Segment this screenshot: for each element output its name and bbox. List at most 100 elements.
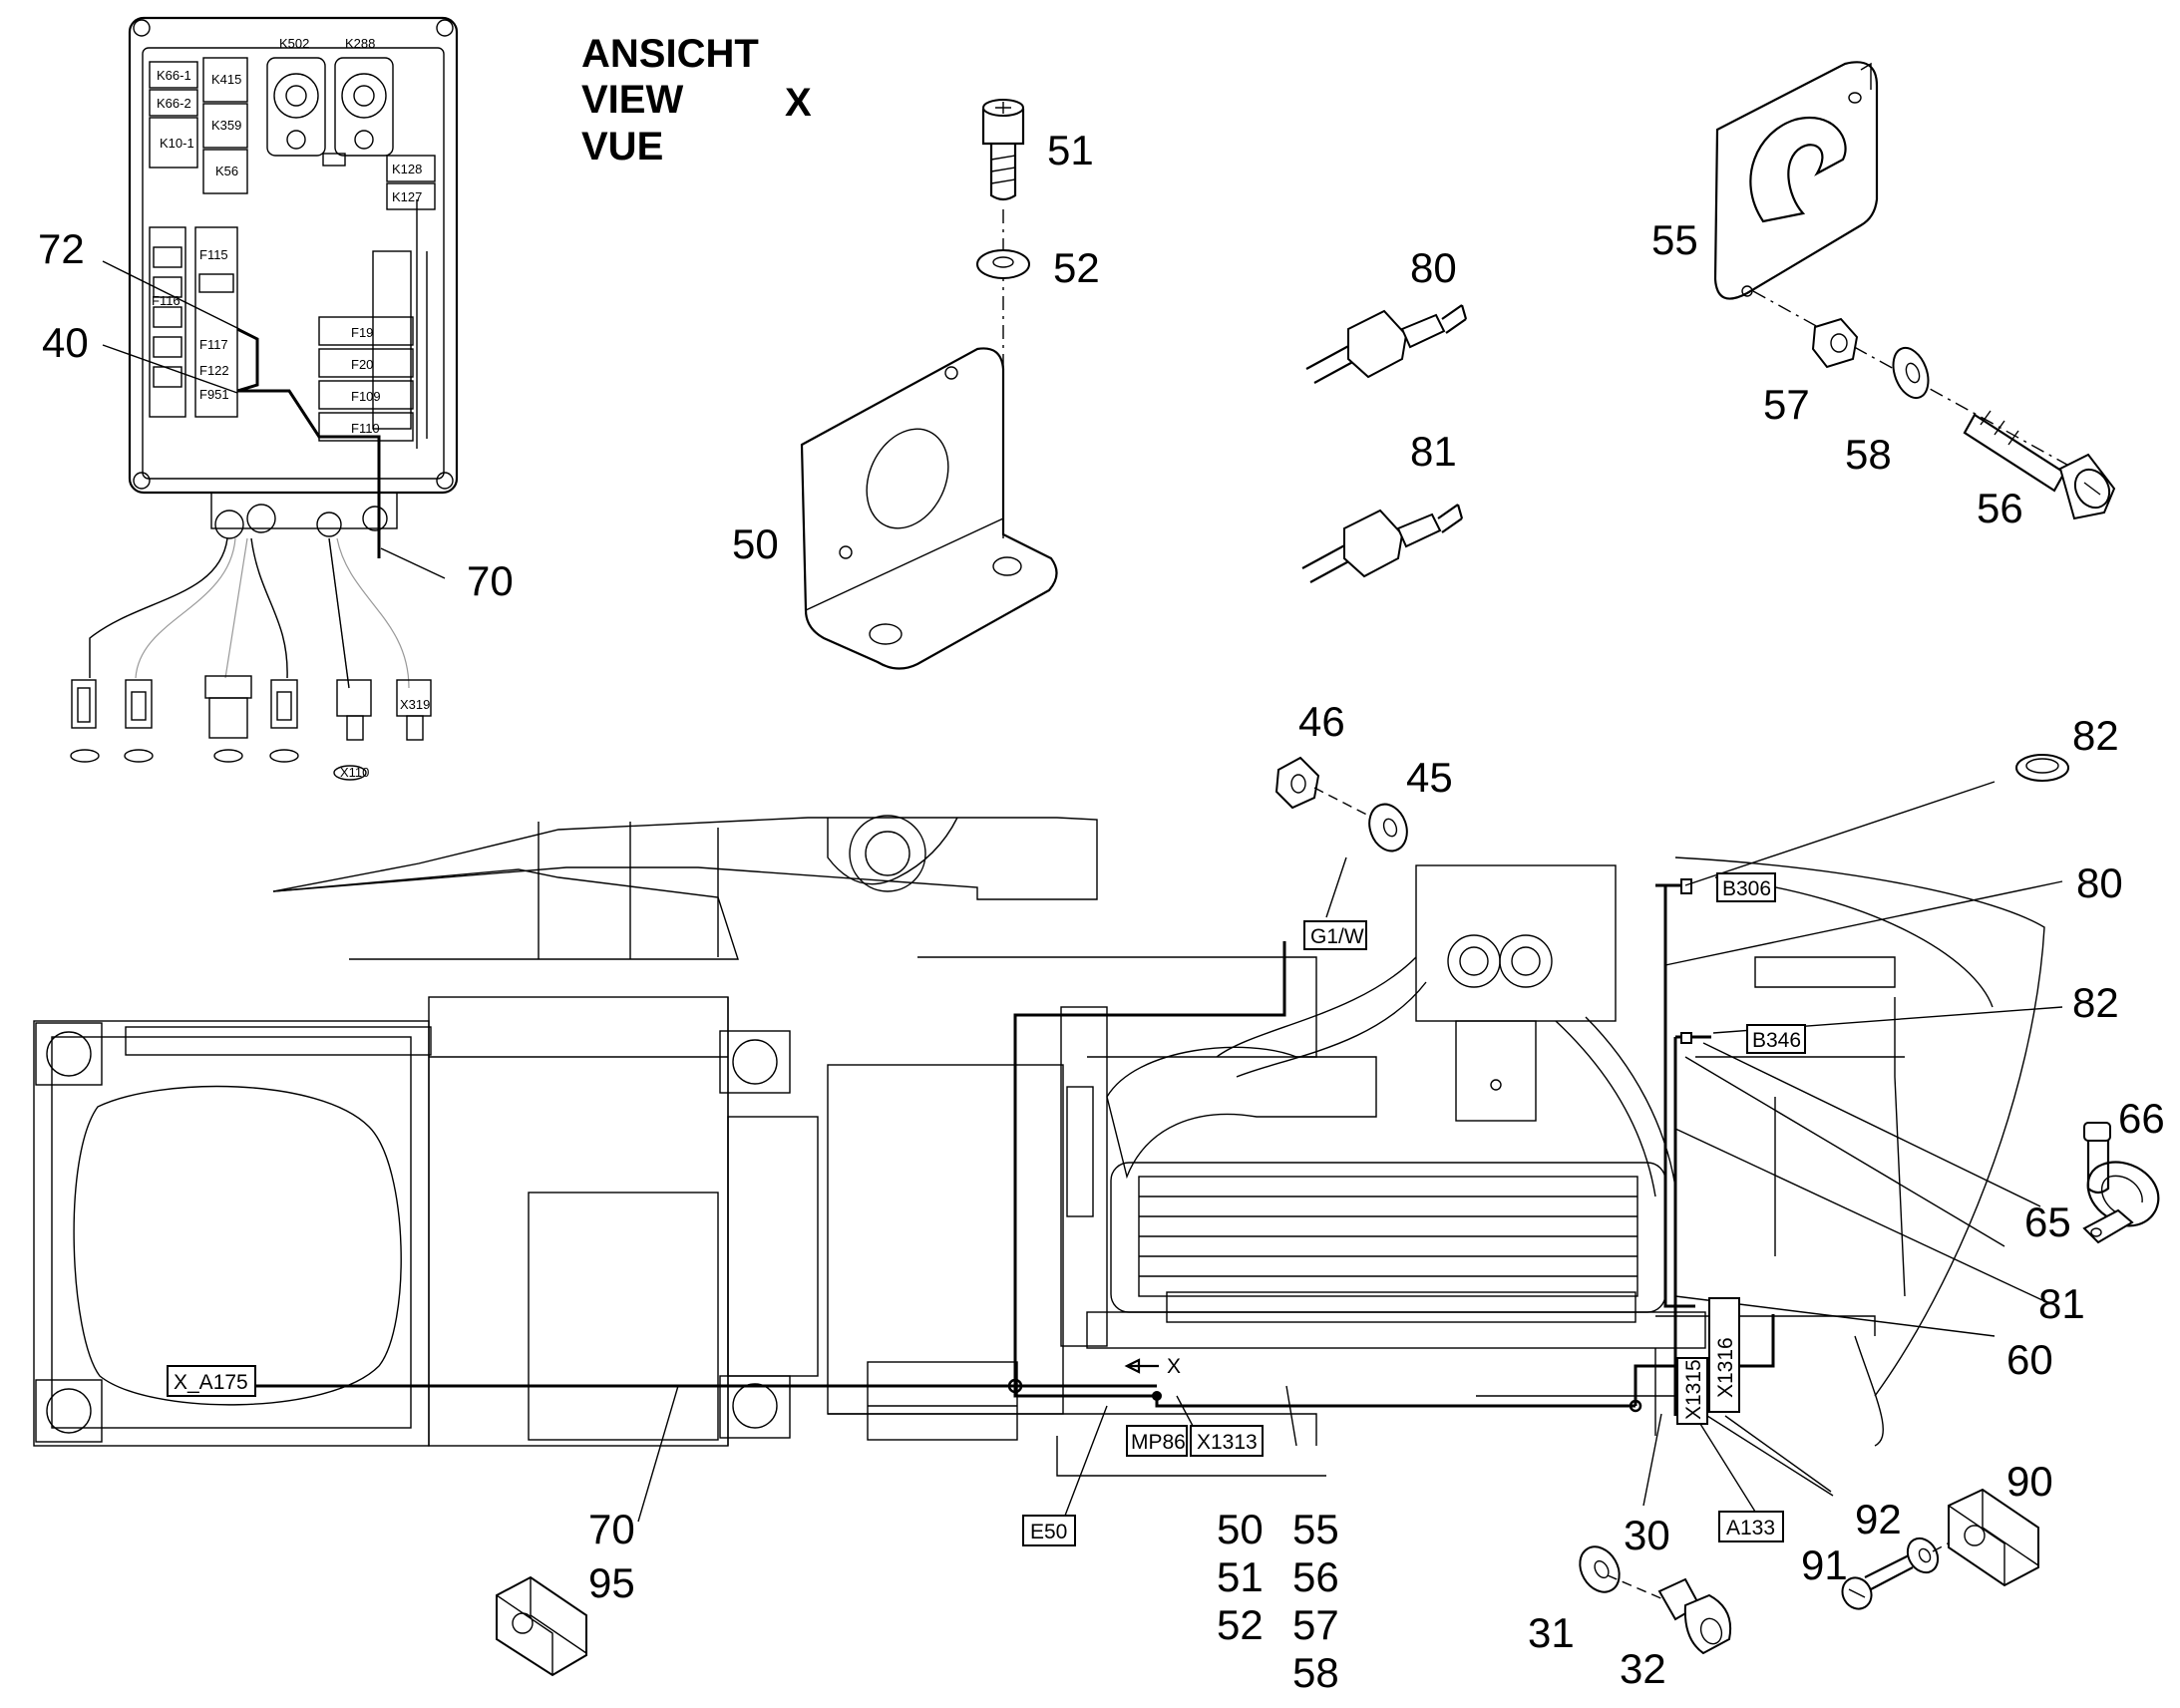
washer-58 [1892,346,1930,400]
screw-51 [981,99,1025,201]
callout-57-top: 57 [1763,381,1810,428]
nut-46 [1274,756,1320,810]
tag-b346: B346 [1746,1024,1806,1054]
callout-52-top: 52 [1053,244,1100,291]
view-marker: X [785,81,812,125]
harness-route-bottom [249,781,2063,1523]
svg-text:A133: A133 [1726,1517,1775,1539]
tag-x-a175: X_A175 [167,1365,256,1397]
view-title: ANSICHT VIEW VUE X [581,32,812,169]
callout-40: 40 [42,319,89,366]
svg-text:B346: B346 [1752,1029,1801,1052]
callout-50-top: 50 [732,520,779,567]
relay-k56: K56 [215,164,238,178]
relay-k415: K415 [211,72,241,87]
nut-57 [1811,317,1859,369]
view-title-de: ANSICHT [581,32,759,76]
tag-e50: E50 [1022,1515,1076,1546]
callout-72: 72 [38,225,85,272]
callout-56-group: 56 [1292,1553,1339,1600]
callout-92: 92 [1855,1496,1902,1542]
clamp-65 [2082,1161,2160,1244]
callout-30: 30 [1624,1512,1670,1558]
callout-70-bottom: 70 [588,1506,635,1552]
washer-52 [976,249,1030,279]
callout-81-top: 81 [1410,428,1457,475]
washer-90 [1906,1537,1940,1574]
tag-b306: B306 [1716,872,1776,902]
callout-82-b: 82 [2072,979,2119,1026]
tag-mp86: MP86 [1126,1425,1188,1457]
harness-route-top [102,260,446,579]
callout-82-a: 82 [2072,712,2119,759]
relay-k359: K359 [211,118,241,133]
screw-66 [2083,1122,2111,1195]
relay-k502: K502 [279,36,309,51]
cable-holder-95 [496,1575,587,1677]
callout-32: 32 [1620,1645,1666,1692]
svg-text:E50: E50 [1030,1521,1067,1543]
connector-x319: X319 [400,697,430,712]
fuse-f117: F117 [199,337,228,352]
svg-text:X1316: X1316 [1714,1337,1737,1398]
callout-55-top: 55 [1651,216,1698,263]
callout-58-top: 58 [1845,431,1892,478]
fuse-f122: F122 [199,363,229,378]
callout-90: 90 [2006,1458,2053,1505]
tag-x1313: X1313 [1190,1425,1264,1457]
callout-52-group: 52 [1217,1601,1264,1648]
callout-51-top: 51 [1047,127,1094,173]
view-arrow-label: X [1167,1355,1181,1378]
svg-text:X1315: X1315 [1682,1359,1705,1420]
fuse-f951: F951 [199,387,229,402]
callout-80-right: 80 [2076,859,2123,906]
screw-91 [1841,1554,1914,1610]
washer-45 [1368,803,1408,853]
screw-32 [1657,1577,1731,1655]
view-title-en: VIEW [581,78,683,122]
bracket-50 [800,347,1058,670]
electrical-box: K66-1 K66-2 K10-1 K415 K359 K56 K502 K28… [128,16,459,558]
connector-plugs: X110 X319 [70,675,432,781]
callout-81-right: 81 [2038,1280,2085,1327]
callout-66: 66 [2118,1095,2165,1142]
callout-50-group: 50 [1217,1506,1264,1552]
fuse-f19: F19 [351,325,373,340]
tag-x1316: X1316 [1708,1297,1740,1413]
fuse-f109: F109 [351,389,381,404]
view-title-fr: VUE [581,125,663,169]
seal-82 [2015,754,2069,782]
fuse-f116: F116 [152,293,181,308]
svg-text:MP86: MP86 [1131,1431,1186,1454]
callout-31: 31 [1528,1609,1575,1656]
relay-k10-1: K10-1 [160,136,194,151]
tag-a133: A133 [1718,1511,1784,1542]
callout-45: 45 [1406,754,1453,801]
relay-k288: K288 [345,36,375,51]
callout-51-group: 51 [1217,1553,1264,1600]
callout-58-group: 58 [1292,1649,1339,1696]
callout-46: 46 [1298,698,1345,745]
callout-80-top: 80 [1410,244,1457,291]
callout-91: 91 [1801,1541,1848,1588]
fuse-f110: F110 [351,421,380,436]
callout-56-top: 56 [1977,485,2023,531]
cable-holder-90 [1948,1488,2039,1587]
relay-k128: K128 [392,162,422,176]
sensor-81 [1301,504,1464,583]
callout-70-top: 70 [467,557,514,604]
callout-95: 95 [588,1559,635,1606]
fuse-f20: F20 [351,357,373,372]
washer-31 [1579,1545,1621,1593]
connector-x110: X110 [340,765,369,780]
relay-k66-2: K66-2 [157,96,191,111]
relay-k127: K127 [392,189,422,204]
sensor-80 [1305,304,1468,384]
callout-55-group: 55 [1292,1506,1339,1552]
harness-drops [89,537,410,689]
centerline-31 [1607,1574,1664,1600]
screw-56 [1963,410,2116,520]
callout-65: 65 [2024,1198,2071,1245]
bracket-55 [1713,61,1879,300]
